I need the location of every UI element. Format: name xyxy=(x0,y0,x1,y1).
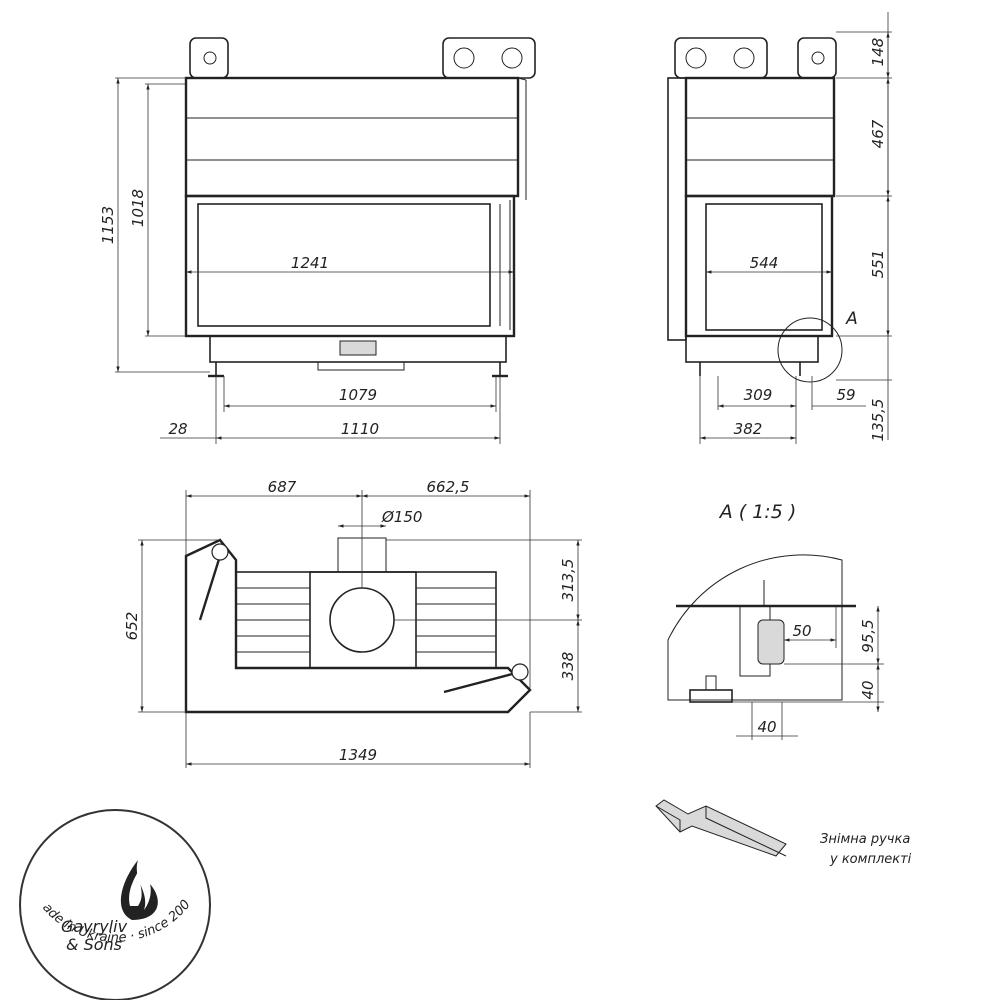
dim-side-top-part: 148 xyxy=(869,38,887,67)
front-view: 1153 1018 1241 1079 28 1110 xyxy=(99,37,536,444)
logo-brand-line1: Gavryliv xyxy=(61,917,128,936)
dim-plan-right-width: 662,5 xyxy=(427,478,470,496)
dim-side-base-height: 135,5 xyxy=(869,399,887,442)
dim-detail-a-horizontal: 50 xyxy=(792,622,811,640)
dim-plan-overall-width: 1349 xyxy=(339,746,377,764)
dim-front-foot-width: 1110 xyxy=(341,420,379,438)
plan-outer-body xyxy=(184,538,532,714)
front-glass xyxy=(197,203,491,327)
handle-note-line1: Знімна ручка xyxy=(820,832,910,847)
dim-front-base-width: 1079 xyxy=(339,386,377,404)
logo-ring-text: made in Ukraine · since 2009 xyxy=(0,0,194,946)
dim-side-bottom-offset: 59 xyxy=(836,386,855,404)
plan-door-arm-right xyxy=(443,670,521,694)
dim-side-bottom-width: 309 xyxy=(744,386,773,404)
handle-note-line2: у комплекті xyxy=(829,852,912,867)
dim-plan-left-width: 687 xyxy=(268,478,297,496)
logo-brand-line2: & Sons xyxy=(66,935,122,954)
plan-view: 687 662,5 Ø150 652 313,5 338 1349 xyxy=(123,478,582,768)
side-fan-right xyxy=(733,47,755,69)
detail-a-title: A ( 1:5 ) xyxy=(718,501,797,523)
dim-plan-flue-offset-top: 313,5 xyxy=(559,559,577,602)
plan-flue-pipe xyxy=(329,587,395,653)
detail-a-boundary xyxy=(667,554,843,701)
side-view: A 148 467 551 135,5 544 309 59 382 xyxy=(667,12,892,444)
handle-icon xyxy=(655,799,787,857)
front-handle-slot xyxy=(339,340,377,356)
front-fan-right xyxy=(501,47,523,69)
dim-side-foot-depth: 382 xyxy=(734,420,763,438)
detail-a-view: A ( 1:5 ) 50 95,5 40 40 xyxy=(667,501,884,740)
side-fan-left xyxy=(685,47,707,69)
front-fan-left xyxy=(453,47,475,69)
front-top-bracket-left xyxy=(189,37,229,79)
dim-side-glass-width: 544 xyxy=(750,254,779,272)
detail-a-circle xyxy=(777,317,843,383)
side-upper-casing xyxy=(684,76,836,198)
dim-front-offset: 28 xyxy=(168,420,187,438)
removable-handle: Знімна ручка у комплекті xyxy=(655,799,912,867)
front-firebox-frame xyxy=(184,194,516,338)
dim-plan-depth-total: 652 xyxy=(123,612,141,641)
detail-a-marker: A xyxy=(845,309,858,329)
side-top-bracket-left xyxy=(674,37,768,79)
side-frame-left xyxy=(667,77,687,341)
detail-a-adjuster xyxy=(757,619,785,665)
side-base xyxy=(685,335,819,363)
side-glass xyxy=(705,203,823,331)
dim-front-height-overall: 1153 xyxy=(99,206,117,244)
front-base-plate xyxy=(317,361,405,371)
dim-side-glass-height: 551 xyxy=(869,250,887,279)
logo-outer-ring xyxy=(19,809,211,1000)
dim-plan-flue-offset-bottom: 338 xyxy=(559,652,577,681)
dim-detail-a-vertical-lower: 40 xyxy=(859,680,877,699)
dim-front-height-body: 1018 xyxy=(129,189,147,227)
front-bracket-bolt xyxy=(203,51,217,65)
brand-logo: Gavryliv & Sons made in Ukraine · since … xyxy=(0,0,211,1000)
dim-plan-flue-diameter: Ø150 xyxy=(381,508,422,526)
dim-front-glass-width: 1241 xyxy=(291,254,329,272)
plan-door-arm-left xyxy=(198,555,222,621)
front-top-bracket-right xyxy=(442,37,536,79)
dim-detail-a-bottom: 40 xyxy=(757,718,776,736)
dim-side-upper-section: 467 xyxy=(869,119,887,148)
dim-detail-a-vertical-upper: 95,5 xyxy=(859,619,877,652)
front-upper-casing xyxy=(184,76,520,198)
side-top-bracket-right xyxy=(797,37,837,79)
